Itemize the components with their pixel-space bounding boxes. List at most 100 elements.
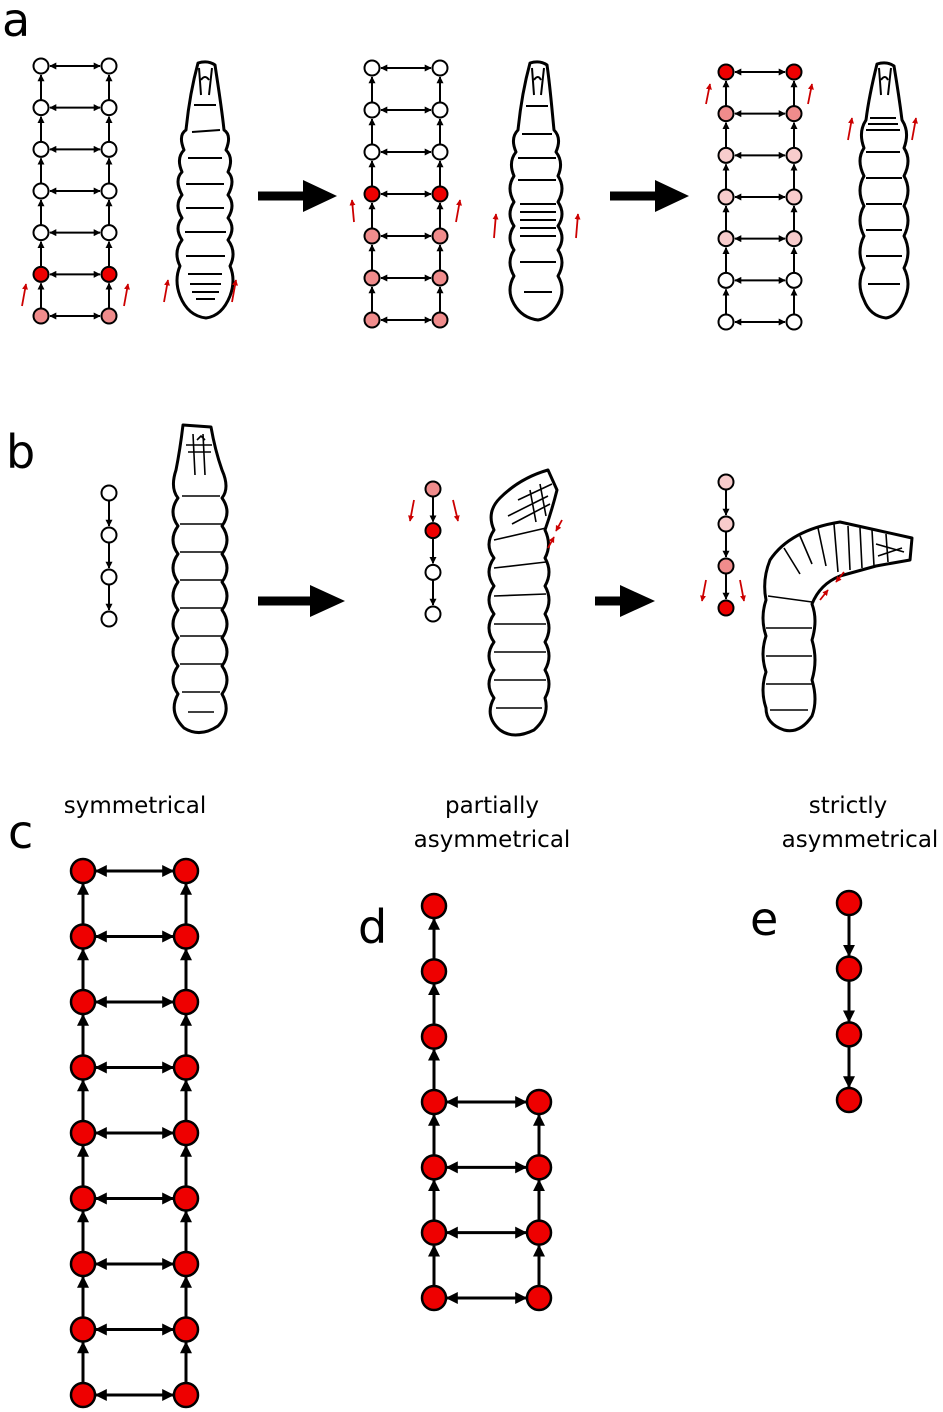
segment-node-right — [431, 59, 449, 77]
larva-a3-icon — [858, 61, 910, 320]
segment-node-left — [363, 59, 381, 77]
segment-node-left — [420, 1154, 448, 1181]
segment-node-right — [431, 185, 449, 203]
panel-letter-b: b — [6, 425, 35, 479]
segment-node-right — [785, 230, 803, 248]
segment-node-right — [172, 988, 200, 1016]
segment-node — [100, 484, 118, 502]
segment-node-left — [717, 105, 735, 123]
transition-arrow-b2-head — [620, 585, 655, 617]
segment-node-left — [69, 988, 97, 1016]
segment-node-right — [100, 224, 118, 242]
segment-node — [424, 563, 442, 581]
segment-node-left — [420, 1219, 448, 1246]
segment-node-left — [32, 182, 50, 200]
segment-node-left — [420, 1023, 448, 1050]
larva-a1-icon — [175, 60, 235, 320]
segment-node-left — [69, 1381, 97, 1409]
transition-arrow-a1-head — [303, 180, 337, 212]
segment-node-right — [172, 857, 200, 885]
segment-node-right — [431, 227, 449, 245]
segment-node-left — [717, 146, 735, 164]
segment-node-left — [32, 99, 50, 117]
transition-arrows — [258, 180, 689, 617]
caption-e-line-1: strictly — [809, 793, 888, 819]
segment-node-right — [172, 1316, 200, 1343]
segment-node-left — [363, 269, 381, 287]
segment-node-right — [172, 1119, 200, 1147]
segment-node — [717, 599, 735, 617]
segment-node-left — [69, 1119, 97, 1147]
segment-node-right — [100, 182, 118, 200]
segment-node-right — [431, 269, 449, 287]
segment-node — [424, 522, 442, 540]
segment-node-right — [431, 311, 449, 329]
segment-node-left — [420, 1088, 448, 1116]
segment-node-left — [717, 188, 735, 206]
segment-node-right — [525, 1088, 553, 1116]
panel-letter-d: d — [358, 900, 387, 954]
segment-node-right — [172, 1054, 200, 1081]
segment-node-right — [100, 265, 118, 283]
segment-node-left — [420, 892, 448, 920]
segment-node — [424, 480, 442, 498]
larva-a2-icon — [508, 60, 564, 322]
segment-node-right — [785, 313, 803, 331]
segment-node-left — [420, 1284, 448, 1312]
segment-node-right — [100, 57, 118, 75]
larva-b3-icon — [761, 520, 914, 733]
segment-node-left — [32, 307, 50, 325]
segment-node — [100, 526, 118, 544]
segment-node-left — [717, 63, 735, 81]
segment-node — [100, 568, 118, 586]
segment-node-right — [100, 307, 118, 325]
segment-node-left — [69, 1054, 97, 1081]
segment-node-right — [100, 140, 118, 158]
wave-direction-arrows — [21, 83, 918, 602]
segment-node-left — [363, 143, 381, 161]
caption-e-line-2: asymmetrical — [782, 827, 939, 853]
segment-node-right — [525, 1219, 553, 1246]
segment-node-right — [172, 1381, 200, 1409]
segment-node-left — [69, 1185, 97, 1212]
segment-node-right — [785, 271, 803, 289]
segment-node-right — [100, 99, 118, 117]
segment-node-left — [717, 271, 735, 289]
segment-node — [835, 955, 863, 982]
segment-node-right — [172, 923, 200, 950]
segment-node — [717, 473, 735, 491]
panel-letter-e: e — [750, 892, 778, 946]
segment-node-left — [69, 857, 97, 885]
segment-node-right — [785, 146, 803, 164]
segment-node-left — [717, 313, 735, 331]
segment-node-right — [431, 143, 449, 161]
segment-node-left — [717, 230, 735, 248]
transition-arrow-b1-head — [310, 585, 345, 617]
larva-b2-icon — [487, 468, 559, 737]
network-diagrams — [32, 57, 863, 1409]
larva-b1-icon — [171, 423, 229, 734]
transition-arrow-a2-head — [655, 180, 689, 212]
segment-node — [424, 605, 442, 623]
segment-node-left — [32, 224, 50, 242]
segment-node — [835, 1086, 863, 1114]
segment-node-left — [363, 227, 381, 245]
segment-node-right — [785, 105, 803, 123]
segment-node-left — [32, 140, 50, 158]
segment-node-left — [69, 1316, 97, 1343]
segment-node — [717, 515, 735, 533]
caption-c-line-1: symmetrical — [64, 793, 207, 819]
segment-node — [717, 557, 735, 575]
segment-node-left — [363, 185, 381, 203]
segment-node-left — [363, 311, 381, 329]
segment-node-right — [525, 1284, 553, 1312]
segment-node-left — [32, 57, 50, 75]
segment-node-left — [363, 101, 381, 119]
segment-node-left — [69, 1250, 97, 1278]
segment-node — [100, 610, 118, 628]
caption-d-line-2: asymmetrical — [414, 827, 571, 853]
segment-node-right — [431, 101, 449, 119]
segment-node-left — [420, 958, 448, 985]
panel-letter-c: c — [8, 805, 33, 859]
